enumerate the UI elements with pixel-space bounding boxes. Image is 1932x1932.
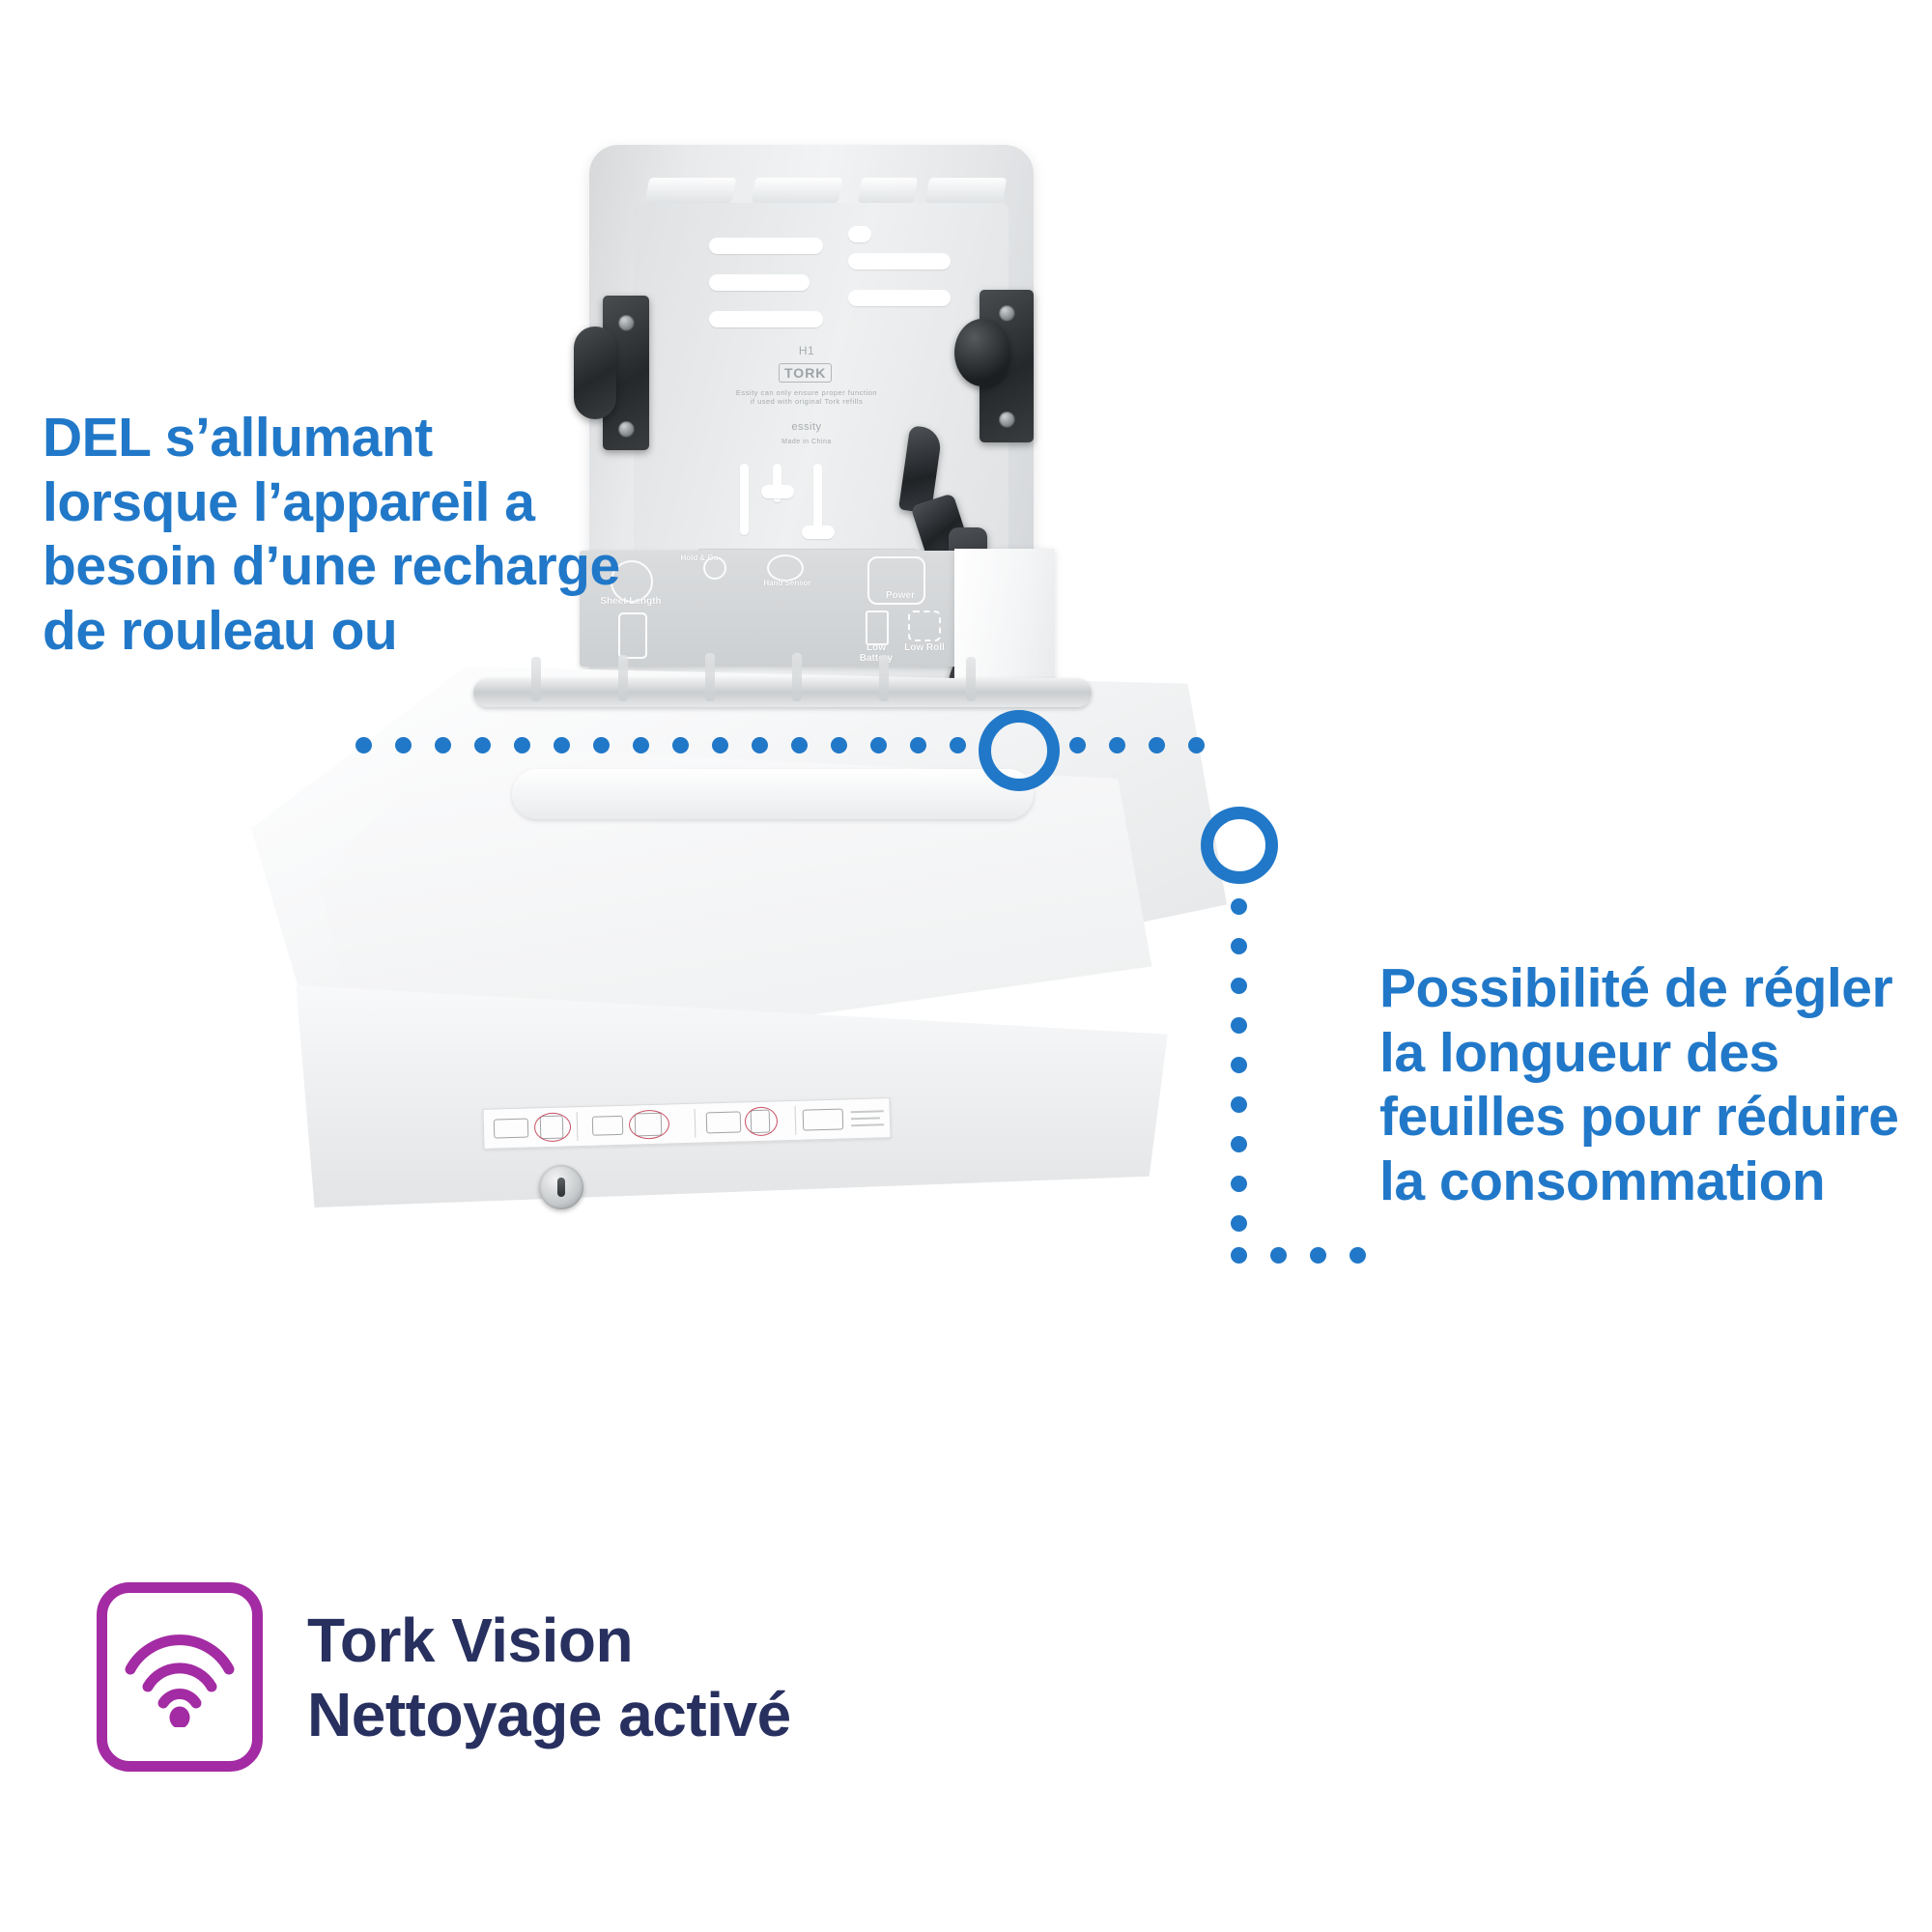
leader-dot (355, 737, 372, 753)
label-low-battery: Low Battery (859, 642, 894, 664)
control-label-panel: Sheet Length Hold & Go Hand Sensor Power… (580, 551, 958, 667)
feed-roller (473, 678, 1092, 707)
cover-ridge (618, 655, 628, 701)
mount-slot (773, 464, 781, 502)
label-low-roll: Low Roll (904, 642, 945, 653)
sheet-roll-icon (618, 612, 647, 659)
sheet-length-dial-icon (611, 560, 653, 603)
leader-dot (791, 737, 808, 753)
callout-led-text: DEL s’allumant lorsque l’appareil a beso… (43, 407, 620, 663)
vent-slot (848, 290, 951, 306)
leader-dot (1109, 737, 1125, 753)
leader-dot (435, 737, 451, 753)
tork-logo: TORK (779, 363, 833, 383)
cover-ridge (531, 657, 541, 701)
screw (999, 412, 1015, 428)
leader-dot (1231, 938, 1247, 954)
leader-dot (1231, 1176, 1247, 1192)
label-sheet-length: Sheet Length (600, 596, 662, 607)
callout-sheet-length-text: Possibilité de régler la longueur des fe… (1379, 957, 1899, 1213)
label-hold-and-go: Hold & Go (680, 554, 719, 562)
sheet-length-highlight-ring (1201, 807, 1278, 884)
leader-dot (1231, 1136, 1247, 1152)
leader-dot (1270, 1247, 1287, 1264)
leader-dot (395, 737, 412, 753)
leader-dot (1149, 737, 1165, 753)
leader-dot (831, 737, 847, 753)
cover-grip-bar (512, 769, 1034, 819)
essity-logo: essity (791, 421, 822, 433)
backplate-rib (857, 178, 919, 203)
low-battery-icon (866, 611, 889, 645)
mount-slot-head (761, 485, 794, 498)
label-power: Power (885, 590, 915, 601)
leader-dot (870, 737, 887, 753)
vent-slot (709, 274, 810, 291)
leader-dot (1231, 1215, 1247, 1232)
leader-dot (1310, 1247, 1326, 1264)
leader-dot (950, 737, 966, 753)
low-roll-icon (908, 611, 941, 641)
screw (618, 421, 635, 438)
leader-dot (554, 737, 570, 753)
cover-ridge (879, 655, 889, 701)
led-highlight-ring (979, 710, 1060, 791)
leader-dot (593, 737, 610, 753)
screw (999, 305, 1015, 322)
leader-dot (1231, 1017, 1247, 1034)
product-image: H1 TORK Essity can only ensure proper fu… (251, 116, 1372, 1449)
brand-text: Tork Vision Nettoyage activé (307, 1605, 791, 1749)
mount-slot (813, 464, 822, 535)
leader-dot (474, 737, 491, 753)
wifi-icon (97, 1582, 263, 1772)
mount-slot-head (802, 526, 835, 539)
backplate-rib (644, 178, 737, 203)
hold-and-go-icon (703, 556, 726, 580)
leader-dot (1231, 978, 1247, 994)
leader-dot (672, 737, 689, 753)
origin-label: Made in China (781, 439, 832, 445)
leader-dot (752, 737, 768, 753)
vent-slot (709, 311, 823, 327)
leader-dot (712, 737, 728, 753)
dispenser-lock (539, 1165, 583, 1209)
cover-ridge (792, 653, 802, 701)
leader-dot (1231, 1057, 1247, 1073)
vent-slot (848, 226, 871, 242)
hand-sensor-icon (767, 554, 804, 582)
backplate-rib (751, 178, 843, 203)
screw (618, 315, 635, 331)
leader-dot (1231, 898, 1247, 915)
right-hinge-knob (954, 319, 1010, 386)
brand-lockup: Tork Vision Nettoyage activé (97, 1582, 791, 1772)
refill-note: Essity can only ensure proper function i… (735, 388, 878, 407)
leader-dot (1231, 1247, 1247, 1264)
leader-dot (633, 737, 649, 753)
vent-slot (848, 253, 951, 270)
leader-dot (1069, 737, 1086, 753)
cover-front-face (296, 985, 1168, 1208)
size-code-label: H1 (798, 344, 815, 357)
leader-dot (1231, 1096, 1247, 1113)
cover-ridge (705, 653, 715, 701)
leader-dot (910, 737, 926, 753)
left-hinge-barrel (574, 327, 616, 419)
vent-slot (709, 238, 823, 254)
label-hand-sensor: Hand Sensor (763, 579, 811, 587)
backplate-rib (924, 178, 1008, 203)
leader-dot (514, 737, 530, 753)
leader-dot (1188, 737, 1205, 753)
power-button-outline (867, 556, 925, 605)
cover-ridge (966, 657, 976, 701)
mount-slot (740, 464, 749, 535)
leader-dot (1350, 1247, 1366, 1264)
